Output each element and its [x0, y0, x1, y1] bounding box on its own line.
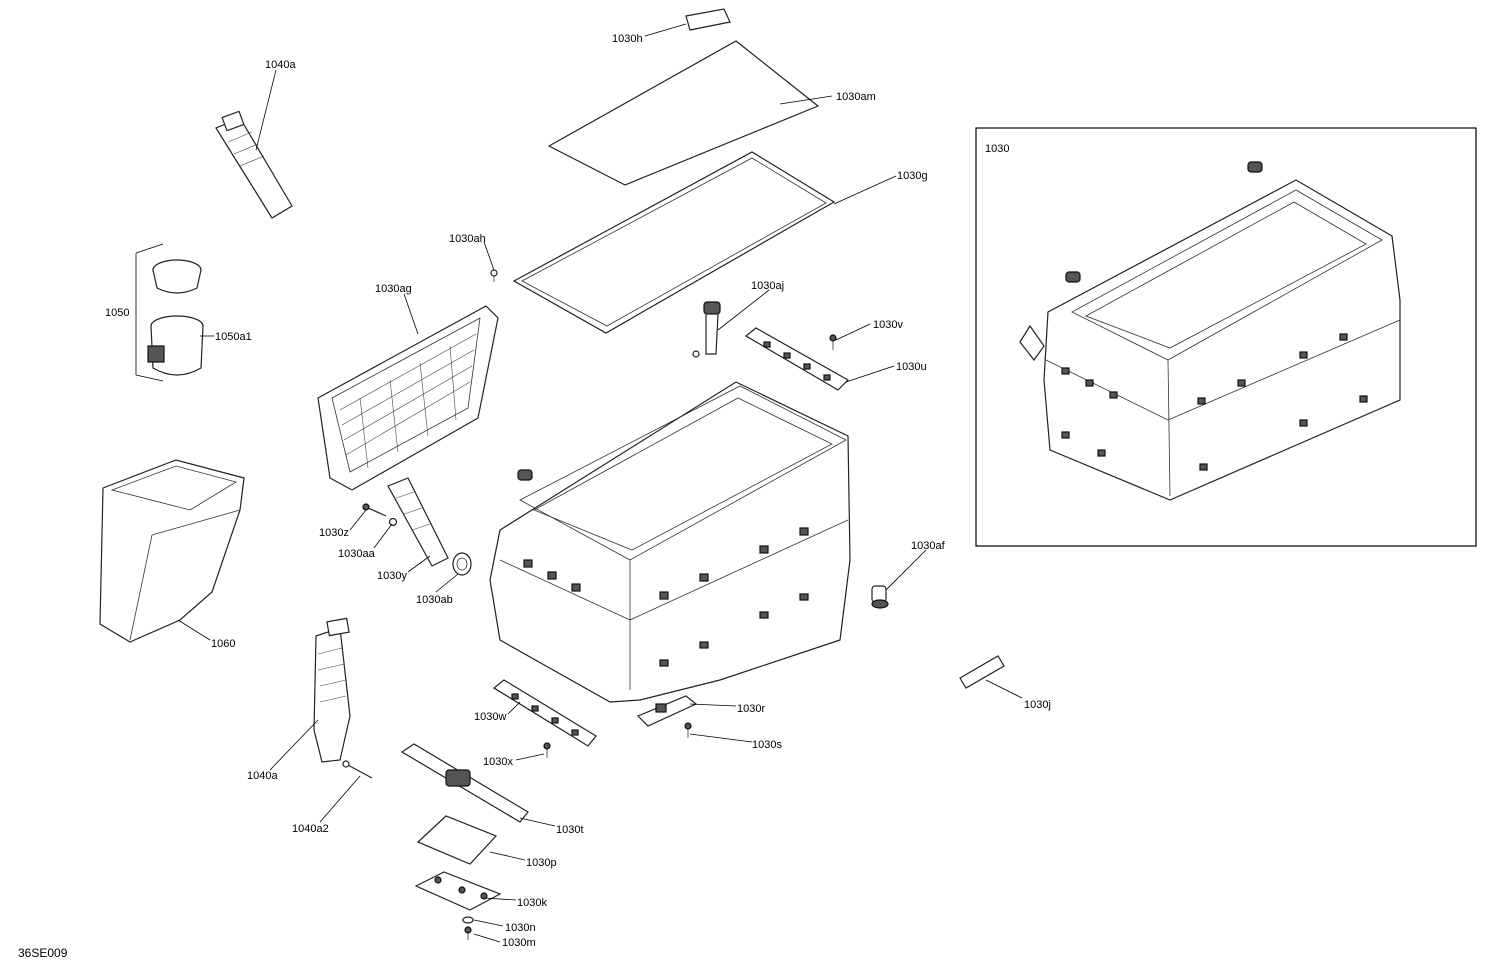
part-1030x-screw: [543, 742, 551, 758]
part-1030n-washer: [462, 916, 474, 924]
part-1040a-handle-top: [215, 110, 293, 219]
part-1030am-mat: [547, 40, 820, 186]
callout-1030v: 1030v: [873, 319, 903, 331]
callout-1030j: 1030j: [1024, 699, 1051, 711]
part-1030ah-screw: [490, 269, 498, 282]
part-1040a2-pin: [342, 760, 373, 779]
drawing-code: 36SE009: [18, 946, 68, 960]
part-1030j-sticker: [959, 655, 1005, 689]
callout-1030p: 1030p: [526, 857, 557, 869]
part-main-case: [489, 381, 851, 703]
inset-frame: [975, 127, 1477, 547]
part-1030ab-cap: [452, 552, 472, 576]
part-1030z-screw: [362, 503, 387, 517]
callout-1030ah: 1030ah: [449, 233, 486, 245]
callout-1030ag: 1030ag: [375, 283, 412, 295]
callout-1030aj: 1030aj: [751, 280, 784, 292]
part-1030g-seal: [512, 151, 836, 334]
callout-1040a-bottom: 1040a: [247, 770, 278, 782]
part-1030w-rail: [492, 679, 597, 747]
part-1030r-hinge: [636, 695, 698, 727]
callout-labels: 1030h 1030am 1030g 1040a 1030ah 1030ag 1…: [105, 33, 1051, 949]
part-1030aa-washer: [388, 517, 398, 527]
callout-1040a-top: 1040a: [265, 59, 296, 71]
part-1030af-valve: [871, 585, 889, 609]
part-1030t-strap: [400, 743, 529, 823]
callout-1030aa: 1030aa: [338, 548, 376, 560]
part-1030s-screw: [684, 722, 692, 738]
callout-1050a1: 1050a1: [215, 331, 252, 343]
part-1030u-bracket: [744, 327, 849, 391]
part-1040a-handle-bottom: [313, 617, 351, 763]
part-1030ag-lid-panel: [317, 305, 499, 491]
part-1030aj-latch: [692, 301, 721, 358]
callout-1030n: 1030n: [505, 922, 536, 934]
callout-1030ab: 1030ab: [416, 594, 453, 606]
leader-lines: [177, 23, 1023, 943]
callout-1030af: 1030af: [911, 540, 946, 552]
callout-1030r: 1030r: [737, 703, 765, 715]
part-1030p-pad: [416, 815, 498, 865]
part-1050-cup-holder: [135, 243, 204, 382]
part-1030y-side-latch: [387, 477, 449, 567]
callout-1030m: 1030m: [502, 937, 536, 949]
callout-1030am: 1030am: [836, 91, 876, 103]
callout-1030x: 1030x: [483, 756, 513, 768]
inset-assembly: 1030: [975, 127, 1477, 547]
part-1060-storage-bin: [99, 459, 245, 643]
inset-label: 1030: [985, 143, 1009, 155]
callout-1030z: 1030z: [319, 527, 349, 539]
callout-1030w: 1030w: [474, 711, 506, 723]
callout-1040a2: 1040a2: [292, 823, 329, 835]
part-1030k-plate: [414, 871, 502, 911]
callout-1030t: 1030t: [556, 824, 584, 836]
callout-1060: 1060: [211, 638, 235, 650]
part-1030v-screw: [829, 334, 837, 350]
callout-1030y: 1030y: [377, 570, 407, 582]
callout-1030k: 1030k: [517, 897, 547, 909]
callout-1030u: 1030u: [896, 361, 927, 373]
callout-1030s: 1030s: [752, 739, 782, 751]
callout-1050: 1050: [105, 307, 129, 319]
callout-1030h: 1030h: [612, 33, 643, 45]
part-1030m-screw: [464, 926, 472, 940]
callout-1030g: 1030g: [897, 170, 928, 182]
part-1030h-sticker: [685, 8, 731, 31]
